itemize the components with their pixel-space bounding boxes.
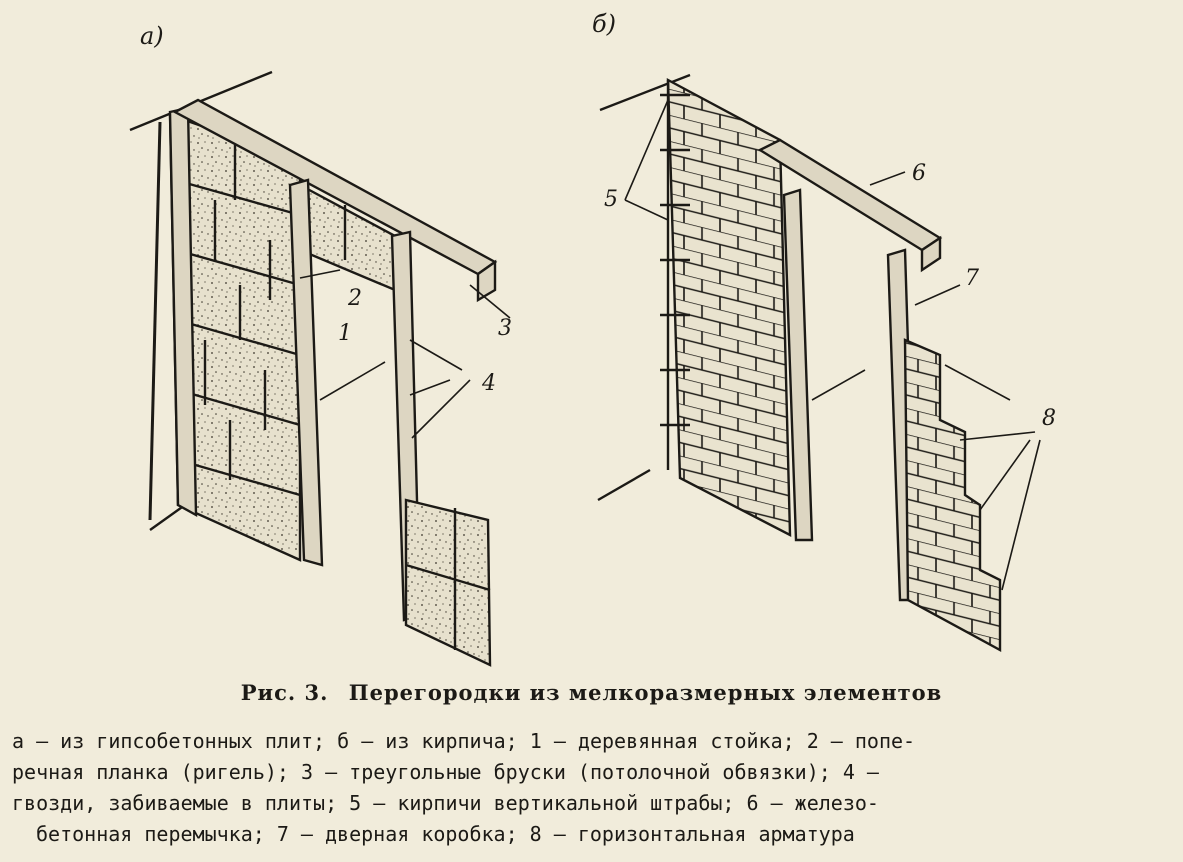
callout-a-2: 2	[347, 286, 362, 311]
callout-b-5: 5	[604, 187, 618, 212]
legend-line: речная планка (ригель); 3 — треугольные …	[12, 760, 879, 784]
callout-a-3: 3	[498, 316, 512, 341]
figure-caption: Рис. 3. Перегородки из мелкоразмерных эл…	[0, 680, 1183, 705]
legend-line: гвозди, забиваемые в плиты; 5 — кирпичи …	[12, 791, 879, 815]
panel-a-diagram	[129, 70, 511, 667]
panel-b-diagram	[597, 73, 1041, 653]
panel-b-label: б)	[592, 10, 616, 38]
caption-label: Рис. 3.	[240, 680, 329, 705]
legend-line: а — из гипсобетонных плит; б — из кирпич…	[12, 729, 916, 753]
figure-drawing: а) б) 1 2 3 4 5 6 7 8	[129, 10, 1056, 667]
callout-b-7: 7	[965, 266, 979, 291]
callout-b-6: 6	[912, 161, 926, 186]
callout-b-8: 8	[1042, 406, 1056, 431]
figure-legend: а — из гипсобетонных плит; б — из кирпич…	[12, 726, 1172, 850]
caption-title-text: Перегородки из мелкоразмерных элементов	[348, 680, 943, 705]
legend-line: бетонная перемычка; 7 — дверная коробка;…	[36, 822, 855, 846]
callout-a-1: 1	[338, 321, 352, 346]
panel-a-label: а)	[140, 22, 164, 50]
callout-a-4: 4	[481, 371, 496, 396]
